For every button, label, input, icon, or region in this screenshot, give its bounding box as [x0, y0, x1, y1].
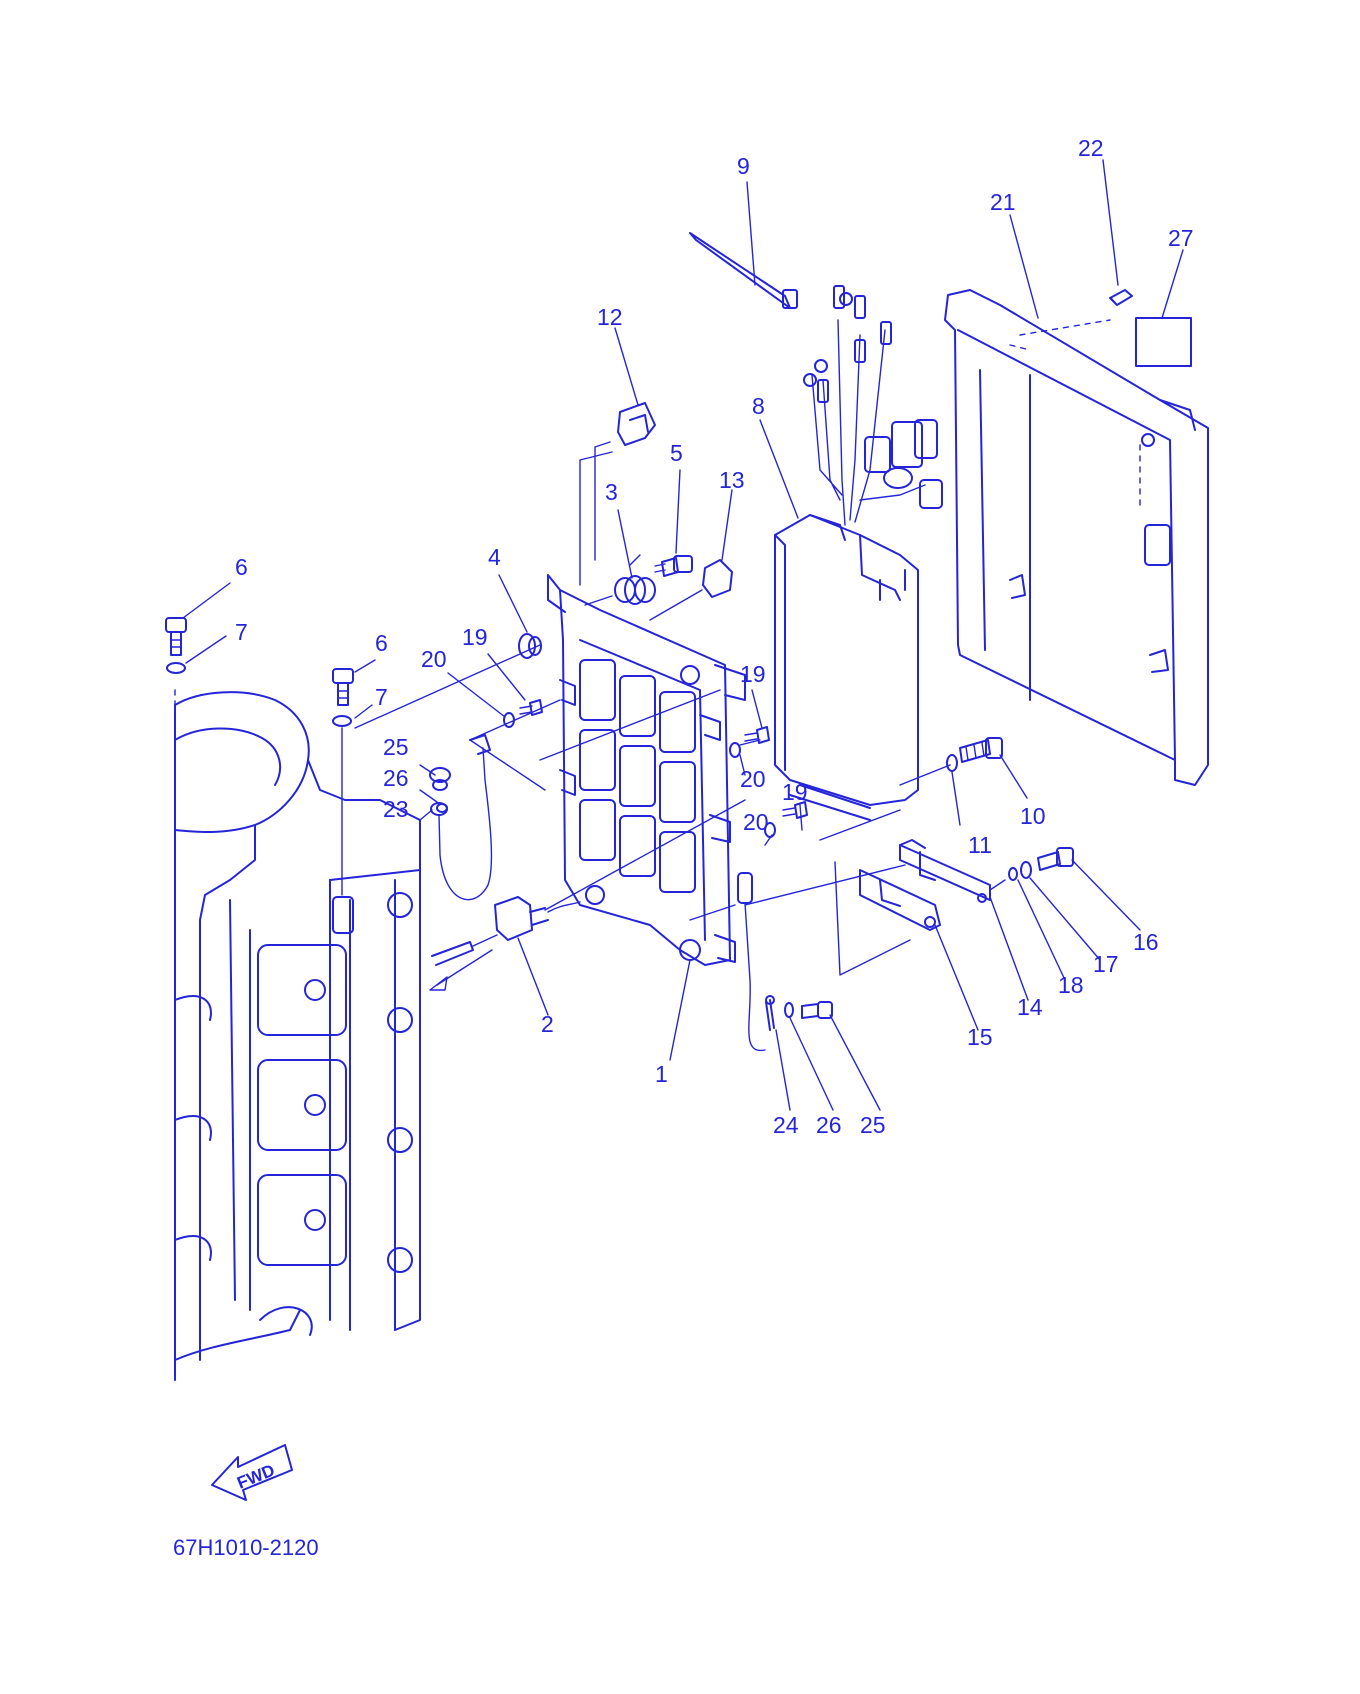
washer-26-right	[784, 1002, 794, 1018]
bracket-15	[859, 869, 941, 931]
bolt-16	[1037, 847, 1074, 871]
label-sticker	[1135, 317, 1192, 367]
callout-13: 13	[719, 467, 745, 493]
callout-11: 11	[968, 832, 992, 858]
callout-20-a: 20	[421, 646, 447, 672]
callout-9: 9	[737, 153, 750, 179]
sensor-2	[429, 896, 581, 991]
clip-12	[594, 402, 656, 561]
screw-19-b	[744, 726, 770, 744]
callout-15: 15	[967, 1024, 993, 1050]
callout-8: 8	[752, 393, 765, 419]
washer-18	[1008, 867, 1018, 881]
callout-26-right: 26	[816, 1112, 842, 1138]
screw-25-right	[801, 1001, 833, 1019]
cover	[944, 289, 1209, 786]
callout-20-c: 20	[743, 809, 769, 835]
bracket-14	[899, 839, 991, 903]
engine-block	[174, 689, 421, 1381]
wire-harness	[803, 285, 943, 526]
callout-3: 3	[605, 479, 618, 505]
washer-11	[946, 754, 958, 772]
cable-tie	[689, 232, 798, 309]
callout-20-b: 20	[740, 766, 766, 792]
callout-labels: 1 2 3 4 5 6 6 7 7 8 9 10 11 12 13 14 15 …	[235, 135, 1194, 1138]
washer-20-b	[729, 742, 741, 758]
bolt-5	[654, 555, 693, 577]
callout-21: 21	[990, 189, 1016, 215]
callout-19-b: 19	[740, 661, 766, 687]
assembly-lines	[354, 451, 1006, 976]
callout-2: 2	[541, 1011, 554, 1037]
callout-16: 16	[1133, 929, 1159, 955]
leader-lines	[182, 159, 1184, 1111]
callout-1: 1	[655, 1061, 668, 1087]
callout-7-center: 7	[375, 684, 388, 710]
grommet-3	[584, 575, 656, 606]
bolt-10	[959, 737, 1003, 763]
screw-19-c	[782, 801, 808, 819]
callout-5: 5	[670, 440, 683, 466]
callout-19-a: 19	[462, 624, 488, 650]
part-code: 67H1010-2120	[173, 1535, 319, 1560]
bolt-6-left	[165, 617, 187, 674]
callout-10: 10	[1020, 803, 1046, 829]
callout-27: 27	[1168, 225, 1194, 251]
screw-25-left	[429, 767, 451, 791]
callout-7-left: 7	[235, 619, 248, 645]
callout-19-c: 19	[782, 779, 808, 805]
callout-4: 4	[488, 544, 501, 570]
screw-19-a	[519, 699, 543, 716]
callout-12: 12	[597, 304, 623, 330]
bolt-6-center	[332, 668, 354, 896]
callout-25-left: 25	[383, 734, 409, 760]
callout-24: 24	[773, 1112, 799, 1138]
callout-14: 14	[1017, 994, 1043, 1020]
electrical-unit	[774, 514, 919, 821]
callout-22: 22	[1078, 135, 1104, 161]
callout-26-left: 26	[383, 765, 409, 791]
callout-6-center: 6	[375, 630, 388, 656]
washer-26-left	[436, 803, 448, 813]
callout-23: 23	[383, 796, 409, 822]
callout-17: 17	[1093, 951, 1119, 977]
bracket-plate	[547, 574, 746, 966]
screw-22	[1109, 289, 1133, 306]
ground-lead-24	[737, 872, 775, 1052]
washer-17	[1020, 861, 1032, 879]
callout-25-right: 25	[860, 1112, 886, 1138]
fwd-arrow-icon: FWD	[211, 1444, 293, 1501]
callout-6-left: 6	[235, 554, 248, 580]
grommet-4	[518, 633, 542, 659]
callout-18: 18	[1058, 972, 1084, 998]
holder-13	[649, 559, 733, 621]
ground-lead-23	[430, 734, 493, 901]
